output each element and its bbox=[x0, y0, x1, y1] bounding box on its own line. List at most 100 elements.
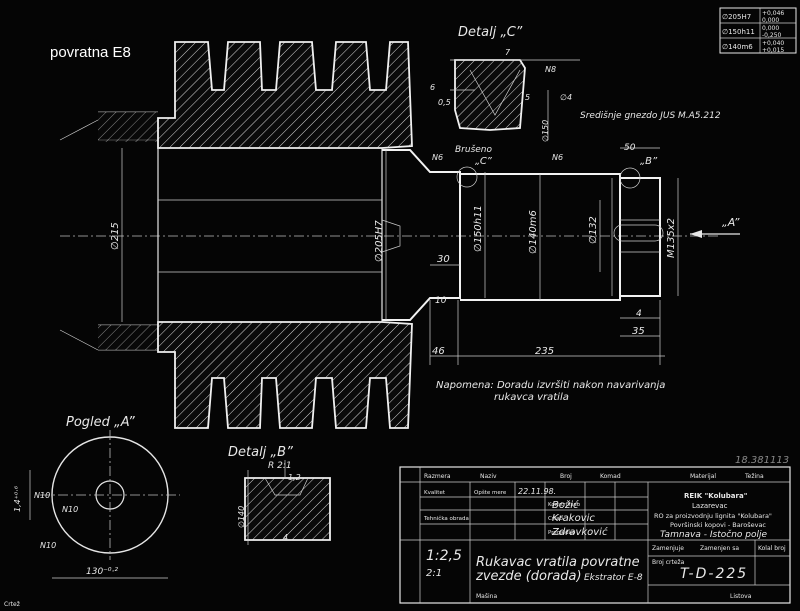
tb-name-2: Krakovic bbox=[552, 513, 595, 524]
sheet-label: povratna E8 bbox=[50, 44, 131, 61]
tol-fit-1: ∅205H7 bbox=[722, 13, 751, 21]
tb-company-ro: RO za proizvodnju lignita "Kolubara" bbox=[654, 512, 772, 520]
note-line-2: rukavca vratila bbox=[494, 392, 569, 403]
tol-fit-2: ∅150h11 bbox=[722, 28, 755, 36]
detail-b-title: Detalj „B” bbox=[228, 445, 293, 460]
tb-drawing-no-label: Broj crteža bbox=[652, 559, 685, 566]
tol-fit-3: ∅140m6 bbox=[722, 43, 753, 51]
horizontal-dimensions bbox=[429, 147, 665, 365]
tb-company-city: Lazarevac bbox=[692, 502, 728, 510]
note-line-1: Napomena: Doradu izvršiti nakon navariva… bbox=[436, 379, 665, 391]
dim-150h11: ∅150h11 bbox=[473, 205, 484, 252]
tb-sheets-count: Listova bbox=[730, 593, 752, 600]
view-a-n10-c: N10 bbox=[40, 541, 56, 550]
tb-date: 22.11.98. bbox=[518, 487, 556, 496]
finish-n6-b: N6 bbox=[552, 153, 563, 162]
bottom-left-label: Crtež bbox=[4, 601, 20, 608]
detail-b-dim-12: 1,2 bbox=[288, 473, 301, 482]
view-a-n10-a: N10 bbox=[34, 491, 50, 500]
dim-46: 46 bbox=[432, 346, 445, 357]
tb-machine-label: Mašina bbox=[476, 593, 497, 600]
tb-header-name: Naziv bbox=[480, 473, 497, 480]
view-a-title: Pogled „A” bbox=[66, 415, 135, 430]
tb-header-scale: Razmera bbox=[424, 473, 451, 480]
journal-shaft bbox=[382, 149, 664, 321]
tol-lower-1: 0,000 bbox=[762, 17, 779, 24]
vertical-dimensions bbox=[121, 148, 679, 322]
tb-machine: Ekstrator E-8 bbox=[584, 573, 643, 583]
view-a-label: „A” bbox=[722, 216, 740, 229]
dim-bore-205: ∅205H7 bbox=[374, 220, 385, 262]
tb-replaces: Zamenjuje bbox=[652, 545, 684, 552]
view-a-n10-b: N10 bbox=[62, 505, 78, 514]
dim-30: 30 bbox=[437, 254, 450, 265]
tb-site: Tamnava - Istočno polje bbox=[660, 529, 767, 540]
detail-b-dim-140: ∅140 bbox=[237, 506, 246, 528]
tb-role-1: Konstruisao bbox=[548, 502, 581, 508]
dim-d150: ∅150 bbox=[541, 120, 550, 142]
tb-small-treatment: Tehnička obrada bbox=[423, 515, 469, 522]
sprocket-upper-section bbox=[157, 41, 413, 149]
label-c: „C” bbox=[475, 156, 493, 167]
detail-c-dim-6: 6 bbox=[430, 83, 435, 92]
tb-header-qty: Komad bbox=[600, 473, 621, 480]
tol-upper-1: +0,046 bbox=[762, 10, 784, 17]
tb-company-unit: Površinski kopovi - Baroševac bbox=[670, 521, 766, 529]
detail-b-dim-4: 4 bbox=[283, 533, 288, 542]
detail-c-finish: N8 bbox=[545, 65, 556, 74]
detail-b-scale: R 2:1 bbox=[268, 461, 292, 471]
detail-b-drawing bbox=[244, 460, 331, 545]
detail-c-dim-7: 7 bbox=[505, 48, 511, 57]
center-hole bbox=[381, 219, 401, 253]
tb-part-line-1: Rukavac vratila povratne bbox=[476, 555, 640, 570]
tb-small-general: Opšte mere bbox=[474, 489, 507, 496]
finish-n6-a: N6 bbox=[432, 153, 443, 162]
tb-name-3: Zdravković bbox=[551, 526, 608, 538]
dim-50: 50 bbox=[624, 143, 636, 153]
tolerance-table-frame bbox=[719, 7, 797, 54]
bore-region bbox=[157, 147, 383, 323]
tb-header-weight: Težina bbox=[744, 473, 764, 480]
detail-c-dim-05: 0,5 bbox=[438, 98, 451, 107]
detail-b-marker bbox=[619, 167, 641, 189]
dim-outer-215: ∅215 bbox=[110, 222, 121, 250]
detail-c-title: Detalj „C” bbox=[458, 25, 522, 40]
dim-4: 4 bbox=[636, 309, 642, 319]
detail-c-drawing bbox=[450, 59, 580, 140]
tb-small-quality: Kvalitet bbox=[424, 490, 446, 496]
tol-lower-3: +0,015 bbox=[762, 47, 784, 54]
dim-132: ∅132 bbox=[588, 216, 599, 244]
ground-label: Brušeno bbox=[455, 144, 493, 155]
dim-235: 235 bbox=[535, 346, 554, 357]
dim-chamfer-10: 10 bbox=[435, 296, 447, 306]
view-a-dim-14: 1,4⁺⁰·⁶ bbox=[13, 485, 22, 512]
tb-company: REIK "Kolubara" bbox=[684, 492, 747, 500]
tb-part-line-2: zvezde (dorada) bbox=[475, 569, 582, 584]
dim-35: 35 bbox=[632, 326, 645, 337]
view-a-drawing bbox=[29, 430, 180, 579]
tb-header-number: Broj bbox=[560, 473, 572, 480]
tb-scale-1: 1:2,5 bbox=[426, 548, 462, 564]
detail-c-dim-5: 5 bbox=[525, 93, 530, 102]
tb-role-3: Pregledao bbox=[548, 530, 576, 536]
detail-c-dim-d4: ∅4 bbox=[560, 93, 572, 102]
title-block-frame bbox=[399, 466, 791, 604]
tb-sheet-label: Kolal broj bbox=[758, 545, 786, 552]
tb-replaced-by: Zamenjen sa bbox=[700, 545, 739, 552]
tol-upper-2: 0,000 bbox=[762, 25, 779, 32]
tb-header-material: Materijal bbox=[690, 473, 716, 480]
dim-thread: M135x2 bbox=[666, 218, 677, 258]
tol-lower-2: -0,250 bbox=[762, 32, 782, 39]
view-a-dim-130: 130⁻⁰·² bbox=[86, 567, 118, 577]
reference-number: 18.381113 bbox=[735, 455, 790, 466]
label-b: „B” bbox=[640, 156, 658, 167]
detail-c-marker bbox=[456, 166, 478, 188]
tb-name-1: Božić bbox=[552, 499, 579, 511]
dim-140m6: ∅140m6 bbox=[528, 210, 539, 254]
shaft-left bbox=[59, 111, 160, 351]
tb-drawing-no: T-D-225 bbox=[680, 566, 748, 582]
center-hole-label: Središnje gnezdo JUS M.A5.212 bbox=[580, 110, 721, 121]
sprocket-lower-section bbox=[157, 321, 413, 429]
tb-scale-2: 2:1 bbox=[426, 568, 442, 579]
